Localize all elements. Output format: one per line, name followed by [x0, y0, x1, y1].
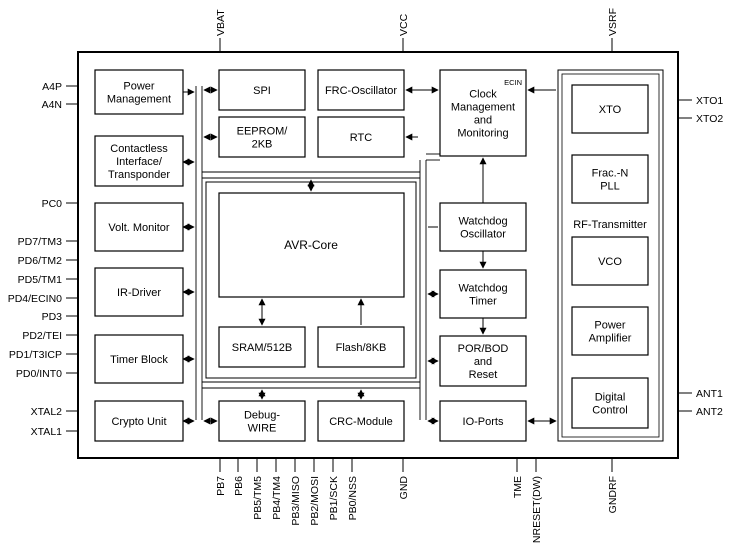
pin-pd1: PD1/T3ICP — [9, 349, 62, 361]
pin-xto1: XTO1 — [696, 95, 723, 107]
rtc-label: RTC — [350, 132, 372, 144]
crypto-unit-label: Crypto Unit — [111, 416, 166, 428]
frc-oscillator-label: FRC-Oscillator — [325, 85, 397, 97]
pin-vsrf: VSRF — [607, 8, 619, 36]
xto-label: XTO — [599, 104, 622, 116]
block-ir-driver: IR-Driver — [94, 267, 184, 317]
ir-driver-label: IR-Driver — [117, 287, 161, 299]
block-crypto-unit: Crypto Unit — [94, 400, 184, 442]
pin-labels-right: XTO1 XTO2 ANT1 ANT2 — [696, 95, 723, 418]
pin-pd0: PD0/INT0 — [16, 368, 62, 380]
pin-pd5: PD5/TM1 — [18, 274, 63, 286]
flash-label: Flash/8KB — [336, 342, 387, 354]
block-xto: XTO — [571, 84, 649, 134]
pin-labels-top: VBAT VCC VSRF — [215, 8, 619, 36]
block-flash: Flash/8KB — [317, 326, 405, 368]
pin-pb1: PB1/SCK — [328, 476, 340, 520]
pin-xtal2: XTAL2 — [31, 406, 62, 418]
vco-label: VCO — [598, 256, 622, 268]
block-io-ports: IO-Ports — [439, 400, 527, 442]
pin-pc0: PC0 — [42, 198, 63, 210]
pin-pb0: PB0/NSS — [347, 476, 359, 520]
sram-label: SRAM/512B — [232, 342, 293, 354]
block-timer: Timer Block — [94, 334, 184, 384]
block-crc-module: CRC-Module — [317, 400, 405, 442]
pin-pb2: PB2/MOSI — [309, 476, 321, 526]
pin-labels-bottom: PB7 PB6 PB5/TM5 PB4/TM4 PB3/MISO PB2/MOS… — [215, 476, 619, 543]
pin-ant2: ANT2 — [696, 406, 723, 418]
block-eeprom: EEPROM/2KB — [218, 116, 306, 158]
block-sram: SRAM/512B — [218, 326, 306, 368]
pin-pb7: PB7 — [215, 476, 227, 496]
pin-a4n: A4N — [42, 99, 62, 111]
pin-pd4: PD4/ECIN0 — [8, 293, 62, 305]
pin-gndrf: GNDRF — [607, 476, 619, 513]
pin-vcc: VCC — [398, 13, 410, 36]
volt-monitor-label: Volt. Monitor — [108, 222, 169, 234]
block-vco: VCO — [571, 236, 649, 286]
io-ports-label: IO-Ports — [463, 416, 504, 428]
connection-arrows — [182, 86, 557, 425]
block-volt-monitor: Volt. Monitor — [94, 202, 184, 252]
pin-vbat: VBAT — [215, 9, 227, 36]
pin-xto2: XTO2 — [696, 113, 723, 125]
internal-bus — [195, 86, 440, 420]
pin-pd7: PD7/TM3 — [18, 236, 63, 248]
pin-gnd: GND — [398, 476, 410, 500]
debugwire-label: Debug-WIRE — [244, 410, 280, 435]
block-frc-oscillator: FRC-Oscillator — [317, 69, 405, 111]
pin-labels-left: A4P A4N PC0 PD7/TM3 PD6/TM2 PD5/TM1 PD4/… — [8, 81, 62, 438]
block-avr-core: AVR-Core — [218, 192, 405, 298]
pin-nreset: NRESET(DW) — [531, 476, 543, 543]
pin-pb5: PB5/TM5 — [252, 476, 264, 520]
pin-pb3: PB3/MISO — [290, 476, 302, 526]
pin-xtal1: XTAL1 — [31, 426, 62, 438]
block-spi: SPI — [218, 69, 306, 111]
pin-tme: TME — [512, 476, 524, 498]
pin-stubs — [66, 38, 692, 472]
avr-core-label: AVR-Core — [284, 238, 338, 252]
pin-a4p: A4P — [42, 81, 62, 93]
pin-pb6: PB6 — [233, 476, 245, 496]
rf-transmitter-label: RF-Transmitter — [573, 219, 647, 231]
pin-pd2: PD2/TEI — [22, 330, 62, 342]
ecin-label: ECIN — [504, 78, 522, 87]
pin-pb4: PB4/TM4 — [271, 476, 283, 520]
crc-module-label: CRC-Module — [329, 416, 393, 428]
timer-block-label: Timer Block — [110, 354, 168, 366]
pin-ant1: ANT1 — [696, 388, 723, 400]
eeprom-label: EEPROM/2KB — [237, 126, 289, 151]
pin-pd3: PD3 — [42, 311, 63, 323]
block-rtc: RTC — [317, 116, 405, 158]
block-debugwire: Debug-WIRE — [218, 400, 306, 442]
spi-label: SPI — [253, 85, 271, 97]
pin-pd6: PD6/TM2 — [18, 255, 63, 267]
